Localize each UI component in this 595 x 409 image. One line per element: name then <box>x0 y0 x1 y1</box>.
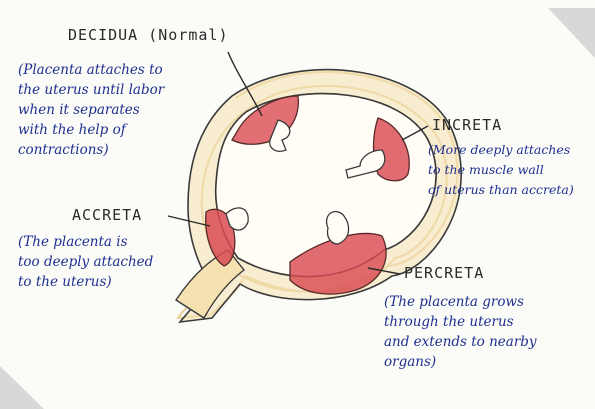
note-increta-line: (More deeply attaches <box>428 140 574 160</box>
note-increta-line: to the muscle wall <box>428 160 574 180</box>
note-decidua-line: with the help of <box>18 120 164 140</box>
torn-corner-bottom-left <box>0 366 44 409</box>
note-percreta-line: through the uterus <box>384 312 537 332</box>
note-accreta-line: to the uterus) <box>18 272 153 292</box>
note-percreta-line: and extends to nearby <box>384 332 537 352</box>
note-accreta-line: (The placenta is <box>18 232 153 252</box>
note-increta-line: of uterus than accreta) <box>428 180 574 200</box>
label-percreta: PERCRETA <box>404 264 484 282</box>
label-decidua: DECIDUA (Normal) <box>68 26 229 44</box>
note-percreta: (The placenta grows through the uterus a… <box>384 292 537 372</box>
note-decidua-line: when it separates <box>18 100 164 120</box>
note-decidua-line: the uterus until labor <box>18 80 164 100</box>
note-accreta: (The placenta is too deeply attached to … <box>18 232 153 292</box>
note-percreta-line: (The placenta grows <box>384 292 537 312</box>
note-decidua-line: contractions) <box>18 140 164 160</box>
torn-corner-top-right <box>548 8 595 58</box>
note-percreta-line: organs) <box>384 352 537 372</box>
note-decidua: (Placenta attaches to the uterus until l… <box>18 60 164 160</box>
note-accreta-line: too deeply attached <box>18 252 153 272</box>
note-decidua-line: (Placenta attaches to <box>18 60 164 80</box>
note-increta: (More deeply attaches to the muscle wall… <box>428 140 574 200</box>
label-increta: INCRETA <box>432 116 502 134</box>
label-accreta: ACCRETA <box>72 206 142 224</box>
